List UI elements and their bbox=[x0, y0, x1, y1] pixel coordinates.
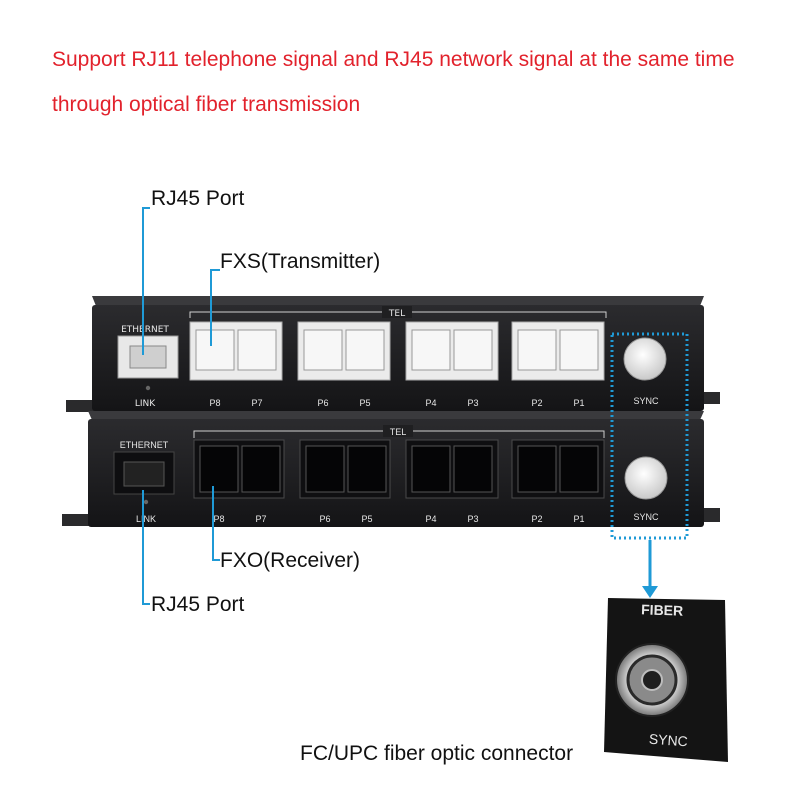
rj11-port-p1[interactable] bbox=[559, 445, 599, 493]
fxs-unit-top-edge bbox=[92, 296, 704, 306]
port-label-p2: P2 bbox=[531, 398, 542, 408]
ethernet-port-socket bbox=[123, 461, 165, 487]
link-label: LINK bbox=[135, 399, 156, 409]
rj11-port-p3[interactable] bbox=[453, 329, 493, 371]
rj11-port-group bbox=[297, 321, 391, 381]
callout-label-rj45-top: RJ45 Port bbox=[151, 187, 245, 210]
link-led bbox=[145, 385, 151, 391]
callout-lines bbox=[142, 207, 220, 605]
callout-line-fxo bbox=[212, 486, 220, 561]
link-label: LINK bbox=[136, 514, 156, 524]
port-label-p3: P3 bbox=[467, 514, 478, 524]
sync-highlight-box bbox=[610, 332, 689, 540]
fxo-unit: ETHERNET LINK TEL P8 P7 P6 P5 P4 P3 P2 P… bbox=[62, 411, 720, 527]
rj11-port-group bbox=[511, 321, 605, 381]
rj11-port-group bbox=[405, 321, 499, 381]
port-label-p8: P8 bbox=[213, 514, 224, 524]
port-label-p1: P1 bbox=[573, 514, 584, 524]
rj11-port-p4[interactable] bbox=[411, 329, 451, 371]
sync-label: SYNC bbox=[633, 512, 659, 522]
callout-label-fiber-connector: FC/UPC fiber optic connector bbox=[300, 742, 574, 765]
port-label-p1: P1 bbox=[573, 398, 584, 408]
rj11-port-p1[interactable] bbox=[559, 329, 599, 371]
port-label-p7: P7 bbox=[255, 514, 266, 524]
rj11-port-p6[interactable] bbox=[303, 329, 343, 371]
rj11-port-p2[interactable] bbox=[517, 445, 557, 493]
tel-label-bg bbox=[382, 306, 412, 318]
ethernet-port-socket bbox=[129, 345, 167, 369]
fiber-connector-cap[interactable] bbox=[623, 337, 667, 381]
port-label-p2: P2 bbox=[531, 514, 542, 524]
ethernet-label: ETHERNET bbox=[121, 325, 169, 335]
rj11-port-p5[interactable] bbox=[345, 329, 385, 371]
fxo-unit-top-edge bbox=[88, 411, 704, 420]
rj11-port-p5[interactable] bbox=[347, 445, 387, 493]
rj11-port-p7[interactable] bbox=[241, 445, 281, 493]
port-label-p8: P8 bbox=[209, 398, 220, 408]
fxs-unit: ETHERNET LINK TEL P8 bbox=[66, 296, 720, 412]
port-label-p6: P6 bbox=[317, 398, 328, 408]
callout-line-rj45-bottom bbox=[142, 490, 150, 605]
callout-line-rj45-top bbox=[142, 207, 150, 355]
callout-line-fxs bbox=[210, 269, 220, 346]
callout-label-fxs: FXS(Transmitter) bbox=[220, 250, 381, 273]
port-label-p5: P5 bbox=[361, 514, 372, 524]
port-label-p4: P4 bbox=[425, 514, 436, 524]
fiber-closeup-photo: FIBER SYNC bbox=[604, 598, 728, 762]
rj11-port-p8[interactable] bbox=[199, 445, 239, 493]
rj11-port-group bbox=[189, 321, 283, 381]
rj11-port-p6[interactable] bbox=[305, 445, 345, 493]
fc-connector-ferrule bbox=[641, 669, 663, 691]
closeup-fiber-label: FIBER bbox=[641, 601, 684, 618]
rj11-port-p3[interactable] bbox=[453, 445, 493, 493]
closeup-sync-label: SYNC bbox=[648, 731, 688, 750]
callout-label-fxo: FXO(Receiver) bbox=[220, 549, 361, 572]
fiber-connector-cap[interactable] bbox=[624, 456, 668, 500]
port-label-p6: P6 bbox=[319, 514, 330, 524]
port-label-p7: P7 bbox=[251, 398, 262, 408]
ethernet-label: ETHERNET bbox=[120, 440, 169, 450]
port-label-p4: P4 bbox=[425, 398, 436, 408]
sync-label: SYNC bbox=[633, 396, 659, 406]
rj11-port-p8[interactable] bbox=[195, 329, 235, 371]
tel-label-bg bbox=[383, 425, 413, 437]
rj11-port-p2[interactable] bbox=[517, 329, 557, 371]
link-led bbox=[143, 499, 149, 505]
rj11-port-p7[interactable] bbox=[237, 329, 277, 371]
port-label-p5: P5 bbox=[359, 398, 370, 408]
rj11-port-p4[interactable] bbox=[411, 445, 451, 493]
sync-arrow-head bbox=[642, 586, 658, 598]
callout-label-rj45-bottom: RJ45 Port bbox=[151, 593, 245, 616]
headline: Support RJ11 telephone signal and RJ45 n… bbox=[52, 48, 735, 116]
tel-label: TEL bbox=[388, 309, 405, 319]
tel-label: TEL bbox=[390, 427, 407, 437]
port-label-p3: P3 bbox=[467, 398, 478, 408]
